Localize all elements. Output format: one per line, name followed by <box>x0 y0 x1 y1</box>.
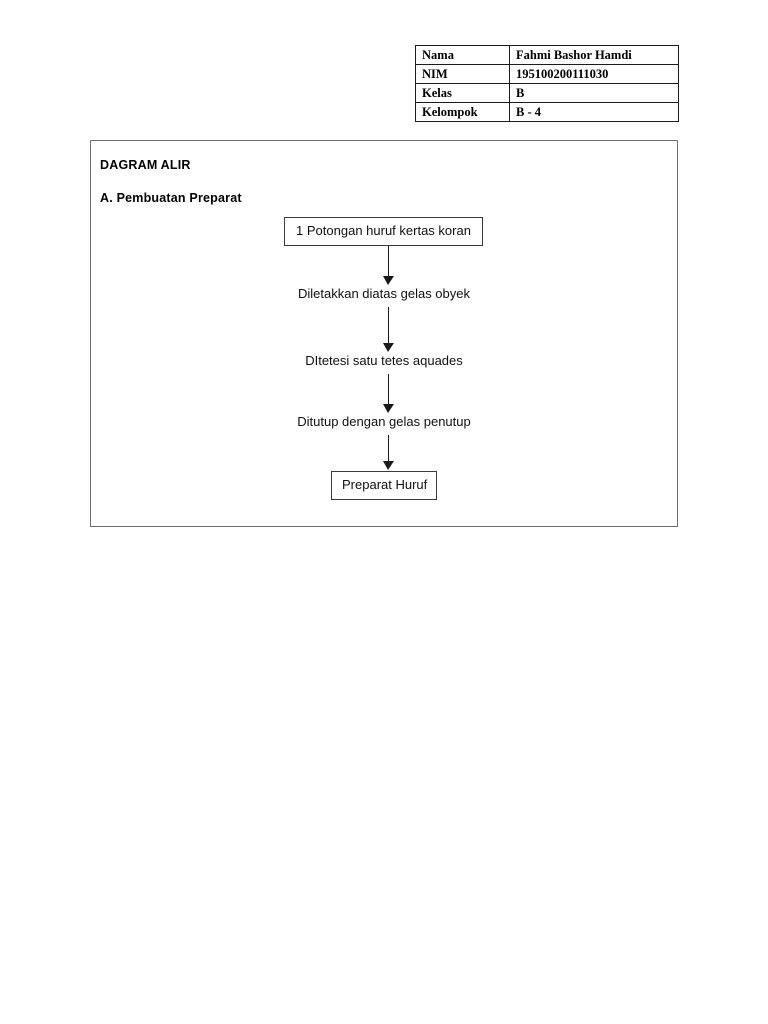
arrow-head <box>383 276 394 285</box>
flow-arrow-down-icon-1 <box>383 246 394 286</box>
identity-table: Nama Fahmi Bashor Hamdi NIM 195100200111… <box>415 45 679 122</box>
flow-node-step-3: Ditutup dengan gelas penutup <box>297 414 471 429</box>
arrow-head <box>383 343 394 352</box>
identity-label-nim: NIM <box>415 64 510 84</box>
flow-node-step-1: Diletakkan diatas gelas obyek <box>298 286 470 301</box>
table-row: Kelompok B - 4 <box>415 102 679 122</box>
arrow-head <box>383 404 394 413</box>
identity-table-body: Nama Fahmi Bashor Hamdi NIM 195100200111… <box>415 45 679 122</box>
identity-value-nim: 195100200111030 <box>509 64 679 84</box>
table-row: Kelas B <box>415 83 679 103</box>
identity-label-nama: Nama <box>415 45 510 65</box>
arrow-stem <box>388 435 389 463</box>
flow-arrow-down-icon-3 <box>383 374 394 414</box>
flowchart: 1 Potongan huruf kertas koran Diletakkan… <box>91 141 677 526</box>
page-title: DAGRAM ALIR <box>100 158 191 172</box>
flow-node-end: Preparat Huruf <box>331 471 437 500</box>
identity-value-kelas: B <box>509 83 679 103</box>
arrow-stem <box>388 307 389 345</box>
arrow-head <box>383 461 394 470</box>
flow-arrow-down-icon-2 <box>383 307 394 353</box>
table-row: NIM 195100200111030 <box>415 64 679 84</box>
identity-label-kelas: Kelas <box>415 83 510 103</box>
identity-value-nama: Fahmi Bashor Hamdi <box>509 45 679 65</box>
arrow-stem <box>388 246 389 278</box>
flow-node-step-2: DItetesi satu tetes aquades <box>305 353 463 368</box>
diagram-frame: DAGRAM ALIR A. Pembuatan Preparat 1 Poto… <box>90 140 678 527</box>
identity-value-kelompok: B - 4 <box>509 102 679 122</box>
arrow-stem <box>388 374 389 406</box>
identity-label-kelompok: Kelompok <box>415 102 510 122</box>
section-subtitle: A. Pembuatan Preparat <box>100 191 242 205</box>
table-row: Nama Fahmi Bashor Hamdi <box>415 45 679 65</box>
flow-node-start: 1 Potongan huruf kertas koran <box>284 217 483 246</box>
flow-arrow-down-icon-4 <box>383 435 394 471</box>
